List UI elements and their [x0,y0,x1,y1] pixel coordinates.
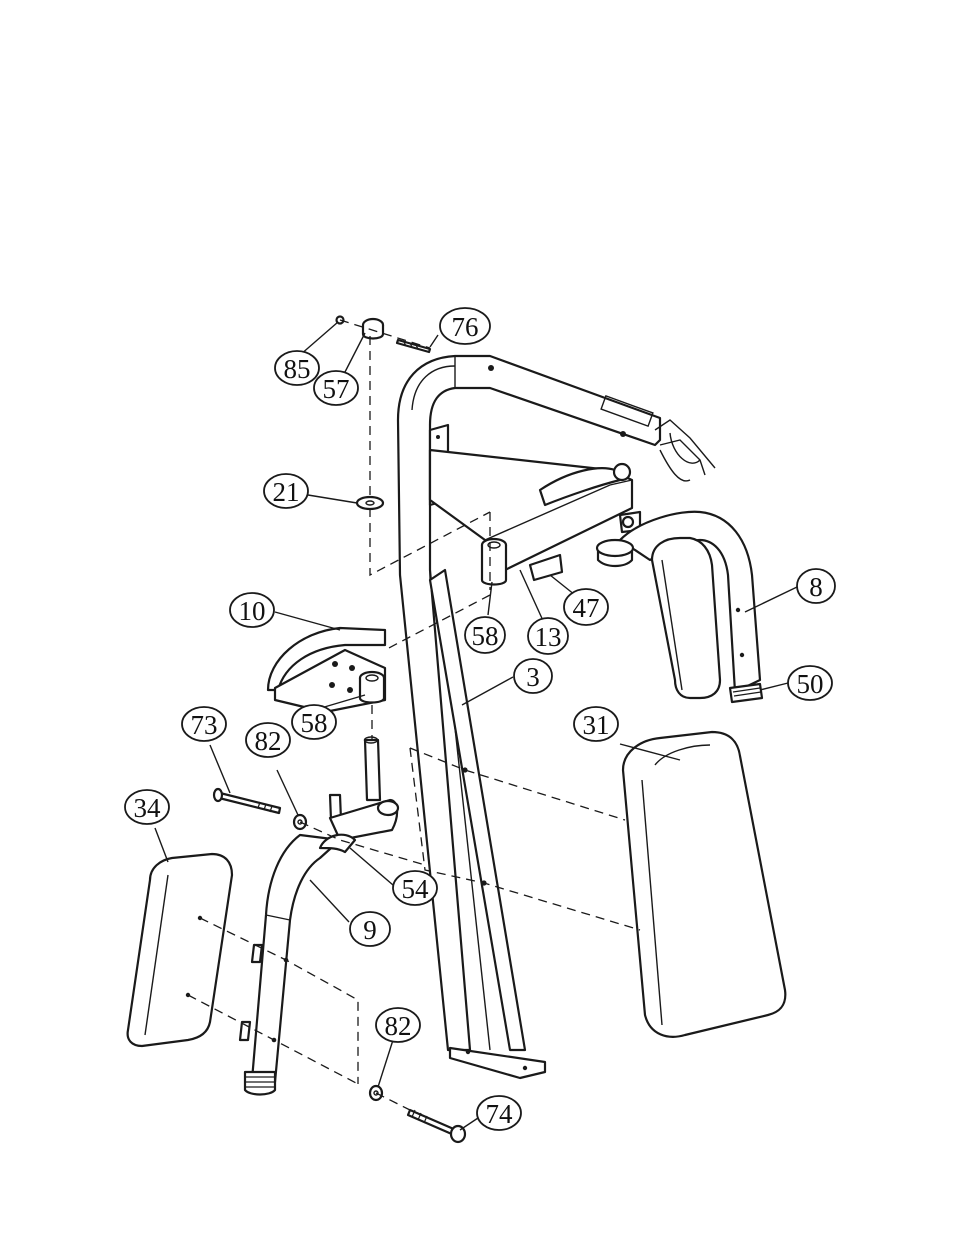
callout-34-label: 34 [134,793,162,823]
callout-82-upper-label: 82 [255,726,282,756]
callout-58-lower: 58 [292,705,336,739]
callout-3: 3 [514,659,552,693]
callout-73-label: 73 [191,710,218,740]
callout-13-label: 13 [535,622,562,652]
callout-9-label: 9 [363,915,377,945]
callout-85: 85 [275,351,319,385]
roller-arm-part-8 [597,512,762,702]
callout-73: 73 [182,707,226,741]
callout-21-label: 21 [273,477,300,507]
callout-58-upper-label: 58 [472,621,499,651]
callout-74-label: 74 [486,1099,514,1129]
callout-58-lower-label: 58 [301,708,328,738]
callout-10-label: 10 [239,596,266,626]
callout-13: 13 [528,618,568,654]
callout-47: 47 [564,589,608,625]
callout-76-label: 76 [452,312,479,342]
callout-3-label: 3 [526,662,540,692]
callout-74: 74 [477,1096,521,1130]
callout-21: 21 [264,474,308,508]
callout-9: 9 [350,912,390,946]
callout-57-label: 57 [323,374,350,404]
callout-54-label: 54 [402,874,430,904]
callout-31: 31 [574,707,618,741]
callout-85-label: 85 [284,354,311,384]
callout-57: 57 [314,371,358,405]
callout-8-label: 8 [809,572,823,602]
callout-50-label: 50 [797,669,824,699]
pivot-plate-part-10 [268,628,385,712]
callout-50: 50 [788,666,832,700]
seat-pad-part-34 [128,854,262,1046]
callout-76: 76 [440,308,490,344]
back-pad-part-31 [623,732,785,1037]
callout-31-label: 31 [583,710,610,740]
callout-82-upper: 82 [246,723,290,757]
callout-47-label: 47 [573,593,600,623]
callout-54: 54 [393,871,437,905]
callout-8: 8 [797,569,835,603]
callout-34: 34 [125,790,169,824]
callout-82-lower-label: 82 [385,1011,412,1041]
callout-58-upper: 58 [465,617,505,653]
callout-10: 10 [230,593,274,627]
callout-82-lower: 82 [376,1008,420,1042]
